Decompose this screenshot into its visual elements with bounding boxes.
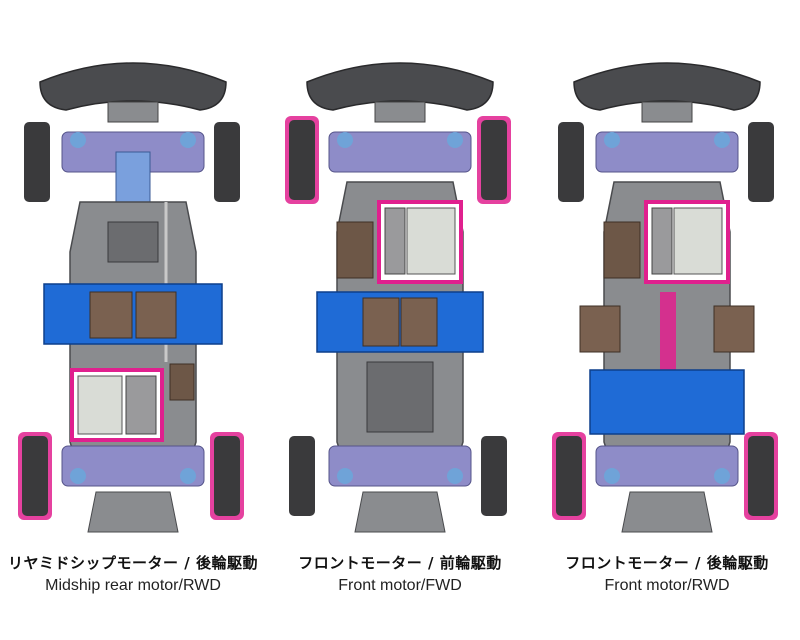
- front-left-tire: [24, 122, 50, 202]
- caption-japanese: フロントモーター / 後輪駆動: [565, 554, 769, 572]
- front-bumper: [306, 62, 494, 111]
- front-right-shock: [180, 132, 196, 148]
- front-left-tire: [289, 120, 315, 200]
- esc-unit: [579, 305, 621, 353]
- chassis-drawing-front-fwd: [285, 62, 511, 533]
- chassis-drawing-midship-rwd: [18, 62, 244, 533]
- layout-panel-front-fwd: フロントモーター / 前輪駆動 Front motor/FWD: [267, 52, 533, 632]
- front-gearbox: [115, 151, 151, 203]
- front-bumper-mount: [107, 101, 159, 123]
- servo: [603, 221, 641, 279]
- rear-left-tire: [556, 436, 582, 516]
- front-right-tire: [214, 122, 240, 202]
- battery-pack: [43, 283, 223, 345]
- caption-japanese: フロントモーター / 前輪駆動: [298, 554, 502, 572]
- rear-suspension-arms: [328, 445, 472, 487]
- layout-panel-midship-rwd: リヤミドシップモーター / 後輪駆動 Midship rear motor/RW…: [0, 52, 266, 632]
- transmission: [384, 207, 406, 275]
- esc-unit: [362, 297, 400, 347]
- caption-english: Front motor/RWD: [604, 577, 730, 594]
- battery-pack: [589, 369, 745, 435]
- rear-right-tire: [481, 436, 507, 516]
- rear-right-shock: [714, 468, 730, 484]
- rear-chassis-plate: [366, 361, 434, 433]
- caption-english: Midship rear motor/RWD: [45, 577, 221, 594]
- front-bumper: [39, 62, 227, 111]
- rear-right-shock: [180, 468, 196, 484]
- rear-left-shock: [337, 468, 353, 484]
- esc-unit: [89, 291, 133, 339]
- front-suspension-arms: [328, 131, 472, 173]
- rear-suspension-arms: [595, 445, 739, 487]
- motor: [673, 207, 723, 275]
- servo-mount: [107, 221, 159, 263]
- rear-right-tire: [214, 436, 240, 516]
- layout-panel-front-rwd: フロントモーター / 後輪駆動 Front motor/RWD: [534, 52, 800, 632]
- front-bumper-mount: [374, 101, 426, 123]
- rear-left-tire: [22, 436, 48, 516]
- receiver-unit: [713, 305, 755, 353]
- rear-left-shock: [70, 468, 86, 484]
- rear-tail: [87, 491, 179, 533]
- front-right-shock: [714, 132, 730, 148]
- front-bumper-mount: [641, 101, 693, 123]
- rear-servo: [169, 363, 195, 401]
- chassis-drawing-front-rwd: [552, 62, 778, 533]
- motor: [77, 375, 123, 435]
- receiver-unit: [400, 297, 438, 347]
- front-right-tire: [481, 120, 507, 200]
- rear-right-tire: [748, 436, 774, 516]
- motor: [406, 207, 456, 275]
- front-left-shock: [604, 132, 620, 148]
- rear-tail: [621, 491, 713, 533]
- front-left-tire: [558, 122, 584, 202]
- rear-tail: [354, 491, 446, 533]
- caption-english: Front motor/FWD: [338, 577, 462, 594]
- battery-pack: [316, 291, 484, 353]
- rear-left-tire: [289, 436, 315, 516]
- rear-right-shock: [447, 468, 463, 484]
- servo: [336, 221, 374, 279]
- rear-suspension-arms: [61, 445, 205, 487]
- front-left-shock: [70, 132, 86, 148]
- front-left-shock: [337, 132, 353, 148]
- caption-japanese: リヤミドシップモーター / 後輪駆動: [8, 554, 258, 572]
- transmission: [651, 207, 673, 275]
- receiver-unit: [135, 291, 177, 339]
- front-suspension-arms: [595, 131, 739, 173]
- front-bumper: [573, 62, 761, 111]
- front-right-tire: [748, 122, 774, 202]
- drive-shaft-highlight: [660, 292, 676, 372]
- transmission: [125, 375, 157, 435]
- rear-left-shock: [604, 468, 620, 484]
- front-right-shock: [447, 132, 463, 148]
